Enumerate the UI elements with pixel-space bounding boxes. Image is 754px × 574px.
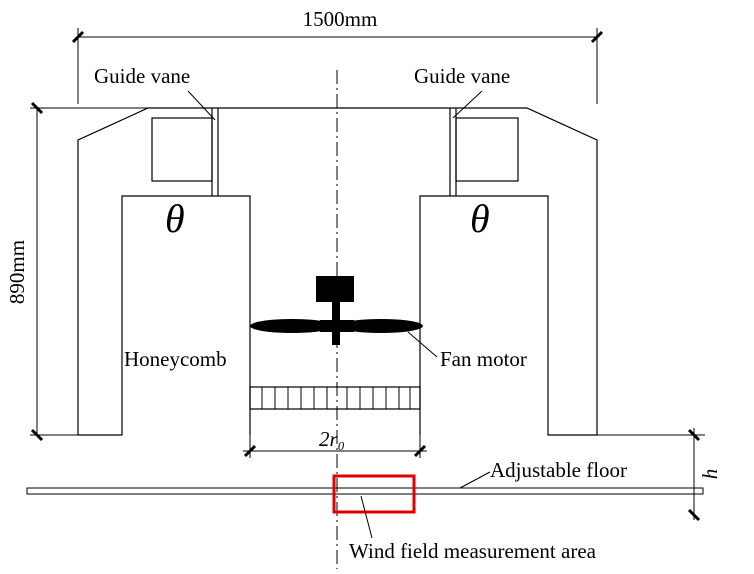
leader-guide-vane-left: [187, 90, 216, 121]
wind-field-measurement-area: [332, 474, 416, 514]
height-dimension: [30, 101, 150, 442]
width-dimension-label: 1500mm: [303, 7, 378, 31]
diameter-label: 2r₀: [319, 427, 345, 451]
honeycomb: [249, 386, 421, 410]
guide-vane-left-label: Guide vane: [94, 64, 190, 88]
diameter-dimension: [243, 410, 427, 458]
leader-wind-field: [360, 495, 373, 539]
wind-field-label: Wind field measurement area: [349, 539, 597, 563]
leader-fan-motor: [407, 331, 438, 358]
guide-vane-right: [449, 108, 519, 196]
h-dimension: [597, 428, 705, 522]
leader-guide-vane-right: [452, 90, 483, 119]
theta-right: θ: [470, 196, 490, 241]
guide-vane-right-label: Guide vane: [414, 64, 510, 88]
honeycomb-label: Honeycomb: [124, 347, 227, 371]
fan-motor: [250, 276, 423, 345]
adjustable-floor-label: Adjustable floor: [490, 458, 627, 482]
theta-left: θ: [165, 196, 185, 241]
housing-outline: [77, 107, 598, 436]
guide-vane-left: [151, 108, 219, 196]
fan-motor-label: Fan motor: [440, 347, 527, 371]
height-dimension-label: 890mm: [5, 240, 29, 304]
adjustable-floor: [26, 487, 704, 495]
leader-adjustable-floor: [459, 471, 491, 489]
h-label: h: [698, 469, 722, 480]
width-dimension: [71, 28, 604, 104]
